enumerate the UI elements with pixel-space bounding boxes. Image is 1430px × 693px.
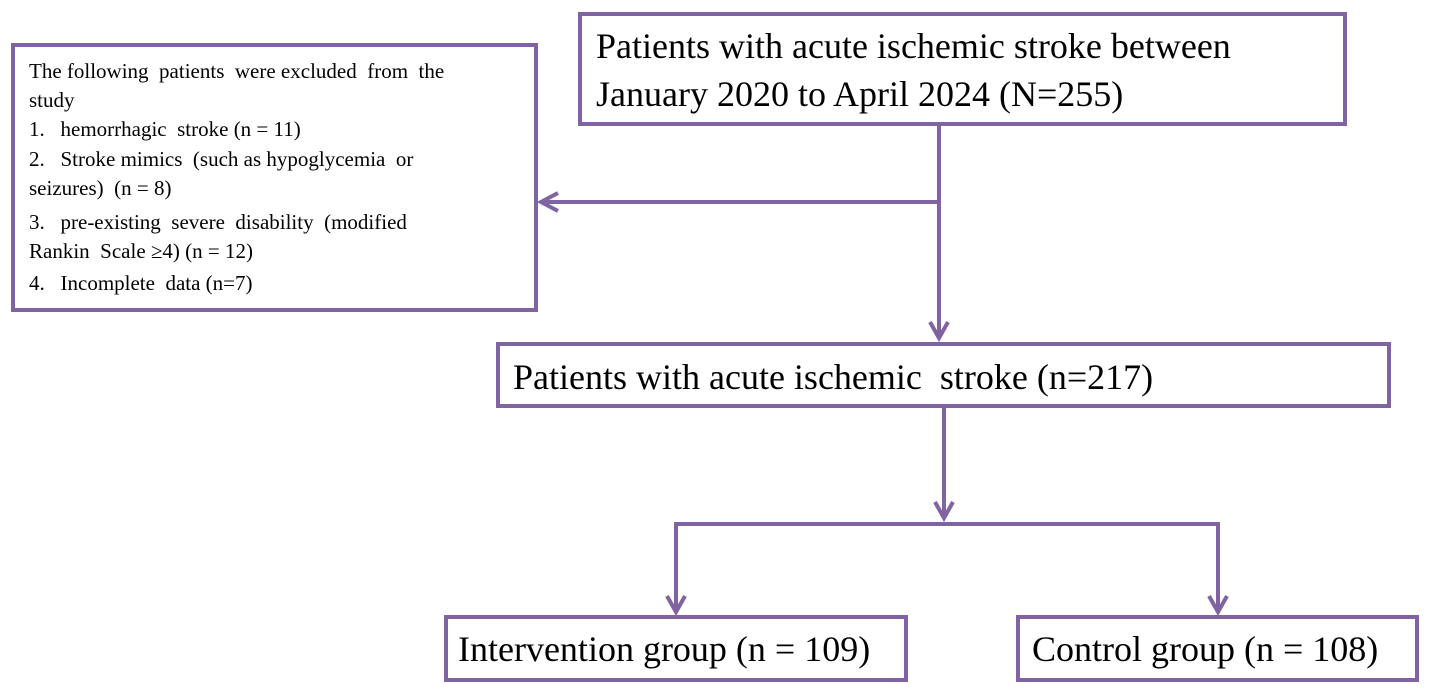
- arrow-down-to-split: [933, 501, 955, 523]
- exclusion-box: The following patients were excluded fro…: [11, 43, 538, 312]
- arrow-down-to-control: [1207, 595, 1229, 617]
- connector-split-to-groups: [674, 522, 1220, 608]
- top-box-line-1: Patients with acute ischemic stroke betw…: [596, 26, 1231, 66]
- middle-box: Patients with acute ischemic stroke (n=2…: [496, 342, 1391, 408]
- control-box: Control group (n = 108): [1016, 615, 1419, 682]
- exclusion-intro-line-2: study: [29, 88, 75, 112]
- exclusion-item-2-line-2: seizures) (n = 8): [29, 176, 171, 200]
- control-box-label: Control group (n = 108): [1032, 629, 1378, 669]
- arrow-down-to-middle: [928, 321, 950, 343]
- arrow-left-to-exclusion: [536, 191, 559, 213]
- exclusion-item-3-line-2: Rankin Scale ≥4) (n = 12): [29, 239, 253, 263]
- exclusion-item-4: 4. Incomplete data (n=7): [29, 271, 253, 295]
- exclusion-item-1: 1. hemorrhagic stroke (n = 11): [29, 117, 301, 141]
- exclusion-item-3-line-1: 3. pre-existing severe disability (modif…: [29, 210, 407, 234]
- exclusion-intro-line-1: The following patients were excluded fro…: [29, 59, 444, 83]
- top-box: Patients with acute ischemic stroke betw…: [578, 12, 1347, 126]
- top-box-line-2: January 2020 to April 2024 (N=255): [596, 74, 1123, 114]
- exclusion-item-2-line-1: 2. Stroke mimics (such as hypoglycemia o…: [29, 147, 413, 171]
- intervention-box-label: Intervention group (n = 109): [458, 629, 870, 669]
- arrow-down-to-intervention: [665, 595, 687, 617]
- intervention-box: Intervention group (n = 109): [444, 615, 908, 682]
- middle-box-label: Patients with acute ischemic stroke (n=2…: [513, 357, 1153, 397]
